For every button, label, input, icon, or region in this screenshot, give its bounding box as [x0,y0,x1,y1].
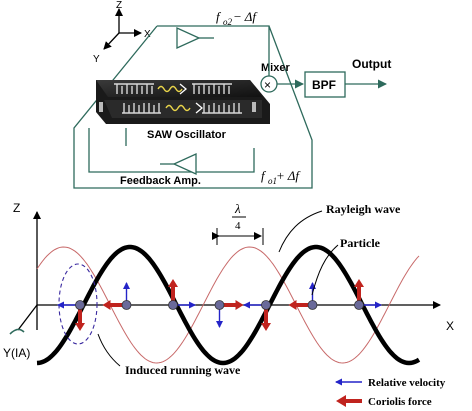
legend: Relative velocity Coriolis force [335,377,446,408]
rotation-arrow-icon [9,328,25,335]
coriolis-arrow [354,279,364,305]
upper-frequency-label: f o2 − Δf [216,9,258,27]
induced-wave-label: Induced running wave [125,363,241,377]
particle-label: Particle [340,236,381,250]
legend-coriolis-arrow-icon [336,395,362,407]
coriolis-arrow [261,305,271,331]
svg-text:− Δf: − Δf [233,9,258,24]
particle-dot [261,300,271,310]
top-x-label: X [144,29,151,40]
upper-amplifier-icon [176,26,201,50]
coriolis-arrow [219,300,244,310]
quarter-wavelength-marker: λ 4 [212,201,264,245]
svg-text:4: 4 [235,220,241,232]
coriolis-arrow [288,300,313,310]
particle-dot [307,300,318,310]
bpf-label: BPF [312,78,336,92]
particle-dot [168,300,178,310]
output-label: Output [352,57,391,71]
svg-text:λ: λ [234,201,241,216]
svg-text:f: f [216,9,222,24]
particle-dot [354,300,364,310]
mixer-x-symbol: × [264,78,271,92]
saw-oscillator-label: SAW Oscillator [147,129,227,141]
coriolis-arrow [168,279,178,305]
lower-frequency-label: f o1 + Δf [261,168,301,186]
induced-running-wave [36,246,420,364]
saw-chip [96,80,270,124]
svg-text:+ Δf: + Δf [276,168,301,183]
bottom-coordinate-axes: Z X Y(IA) [3,201,454,360]
top-z-label: Z [116,0,122,11]
particles-group [57,279,382,331]
coriolis-arrow [75,305,85,331]
bottom-z-label: Z [13,201,20,215]
legend-velocity-label: Relative velocity [368,377,446,389]
particle-dot [121,300,132,310]
svg-text:o2: o2 [223,17,233,27]
bottom-y-label: Y(IA) [3,346,30,360]
bottom-x-label: X [446,319,454,333]
oscillator-circuit-loop [73,25,313,189]
particle-leader-line [311,244,339,296]
particle-dot [214,300,225,310]
top-coordinate-axes: Z X Y [93,0,151,65]
feedback-amp-label: Feedback Amp. [120,175,201,187]
rayleigh-leader-line [278,210,323,253]
coriolis-arrow [102,300,127,310]
mixer-label: Mixer [261,62,290,74]
bpf-box [304,71,346,98]
top-y-label: Y [93,54,100,65]
rayleigh-wave-label: Rayleigh wave [326,202,401,216]
rayleigh-wave [36,244,421,366]
svg-text:o1: o1 [268,176,277,186]
induced-leader-line [97,333,121,367]
legend-coriolis-label: Coriolis force [368,396,432,408]
particle-orbit-ellipse [58,263,98,345]
feedback-amplifier-icon [172,152,197,176]
particle-dot [75,300,85,310]
svg-text:f: f [261,168,267,183]
